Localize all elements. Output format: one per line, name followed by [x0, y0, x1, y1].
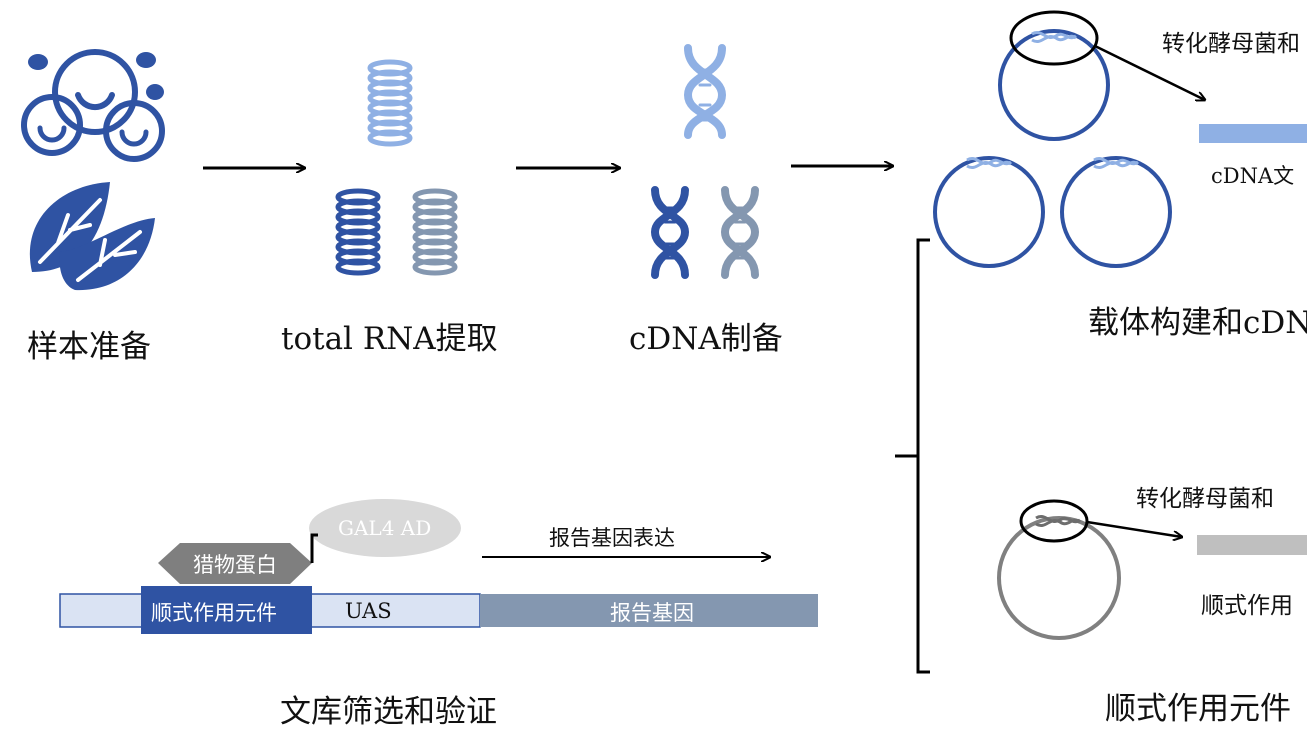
leaf-icon: [29, 182, 155, 291]
cis-element-block-label: 顺式作用元件: [151, 601, 277, 625]
reporter-expression-label: 报告基因表达: [549, 526, 675, 550]
zoom-ellipse: [1009, 10, 1099, 66]
plasmid-icon: [933, 29, 1172, 268]
step-cdna-prep-label: cDNA制备: [629, 321, 783, 357]
prey-protein-label: 猎物蛋白: [193, 553, 277, 577]
uas-label: UAS: [345, 599, 392, 623]
dna-helix-icon: [650, 44, 760, 279]
cdna-library-label: cDNA文: [1211, 164, 1295, 188]
zoom-ellipse-2: [1019, 499, 1089, 543]
zoom-arrow-2: [1086, 520, 1182, 537]
bait-plasmid-icon: [997, 515, 1121, 640]
cis-element-bar-label: 顺式作用: [1201, 593, 1293, 619]
cis-element-bar: [1197, 535, 1307, 555]
zoom-arrow: [1094, 44, 1205, 100]
cdna-library-bar: [1199, 124, 1307, 143]
rna-coil-icon: [335, 59, 458, 276]
bracket: [895, 238, 930, 674]
reporter-gene-label: 报告基因: [610, 601, 694, 625]
linker: [310, 533, 318, 563]
gal4-ad-label: GAL4 AD: [338, 516, 432, 540]
reporter-gene-block: [480, 594, 818, 627]
gal4-ad-ellipse: [309, 499, 461, 557]
step-vector-build-label: 载体构建和cDN: [1088, 305, 1307, 341]
transform-yeast-label-2: 转化酵母菌和: [1136, 486, 1274, 512]
step-sample-prep-label: 样本准备: [27, 329, 151, 365]
transform-yeast-label: 转化酵母菌和: [1162, 31, 1300, 57]
cis-element-block: [141, 586, 312, 634]
cells-icon: [21, 49, 165, 162]
step-cis-element-label: 顺式作用元件: [1105, 691, 1291, 727]
prey-protein-hexagon: [158, 543, 312, 584]
step-rna-extract-label: total RNA提取: [281, 321, 498, 357]
step-library-screen-label: 文库筛选和验证: [280, 694, 497, 730]
